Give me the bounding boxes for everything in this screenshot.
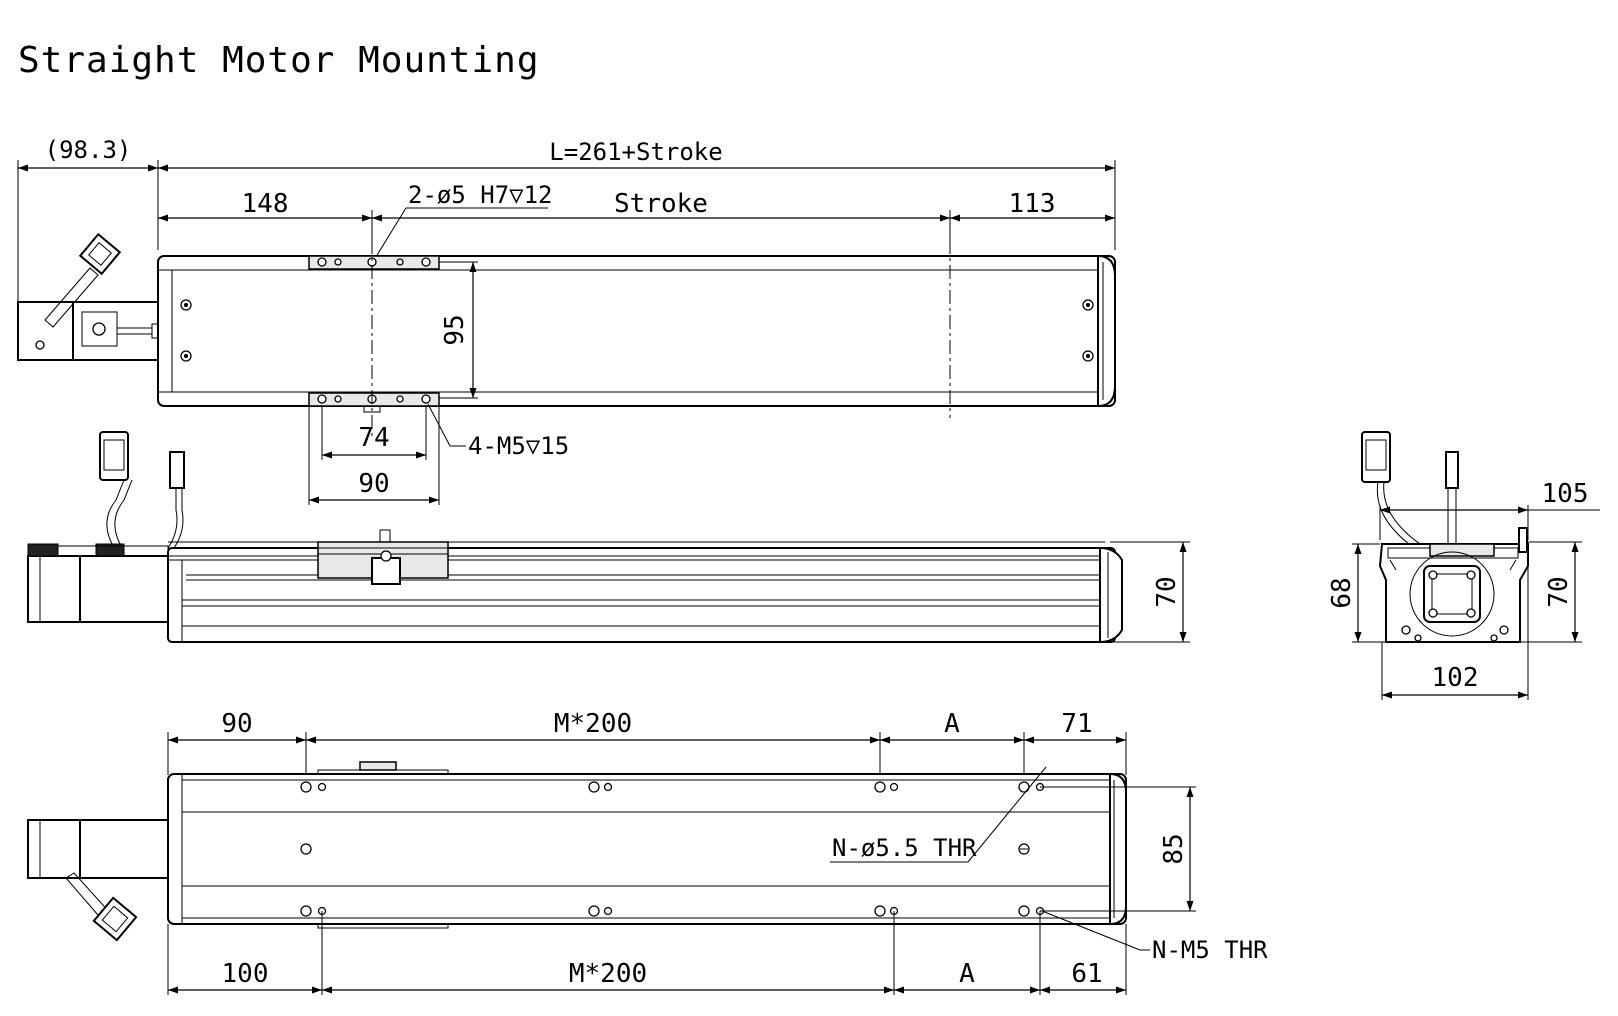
dim-bottom-pitch: M*200 — [569, 959, 647, 989]
motor-body-side — [27, 555, 81, 623]
dim-left-offset: 148 — [242, 189, 289, 219]
label-through-holes: N-ø5.5 THR — [832, 834, 977, 862]
motor-body-top — [17, 301, 74, 361]
dim-right-offset: 113 — [1009, 189, 1056, 219]
label-pin-holes: 2-ø5 H7▽12 — [408, 181, 553, 209]
label-tapped-holes-bottom: N-M5 THR — [1152, 936, 1268, 964]
dim-top-pitch: M*200 — [554, 709, 632, 739]
motor-body-bottom — [27, 819, 81, 879]
dim-top-left-90: 90 — [221, 709, 252, 739]
dim-height-95: 95 — [440, 314, 470, 345]
dim-hole-pitch-74: 74 — [358, 423, 389, 453]
dim-end-height-70: 70 — [1544, 576, 1574, 607]
side-view: 70 — [27, 431, 1190, 644]
dim-top-right-71: 71 — [1061, 709, 1092, 739]
dim-bottom-right-61: 61 — [1071, 959, 1102, 989]
end-view: 105 68 70 102 — [1327, 431, 1600, 700]
dim-carriage-width-90: 90 — [358, 469, 389, 499]
drawing-title: Straight Motor Mounting — [18, 40, 540, 81]
dim-end-height-68: 68 — [1327, 577, 1357, 608]
dim-bottom-left-100: 100 — [222, 959, 269, 989]
dim-top-var-a: A — [944, 709, 960, 739]
dim-side-height-70: 70 — [1152, 576, 1182, 607]
dim-bottom-width-85: 85 — [1159, 833, 1189, 864]
dim-end-width-105: 105 — [1542, 479, 1589, 509]
label-tapped-holes: 4-M5▽15 — [468, 432, 569, 460]
dim-end-width-102: 102 — [1432, 663, 1479, 693]
dim-motor-offset: (98.3) — [45, 136, 132, 164]
dim-overall-length: L=261+Stroke — [549, 138, 722, 166]
dim-bottom-var-a: A — [959, 959, 975, 989]
actuator-body-top — [157, 255, 1116, 407]
top-view: (98.3) L=261+Stroke 148 Stroke 113 2-ø5 … — [17, 136, 1116, 505]
bottom-view: 90 M*200 A 71 — [27, 709, 1268, 995]
dim-stroke: Stroke — [614, 189, 708, 219]
